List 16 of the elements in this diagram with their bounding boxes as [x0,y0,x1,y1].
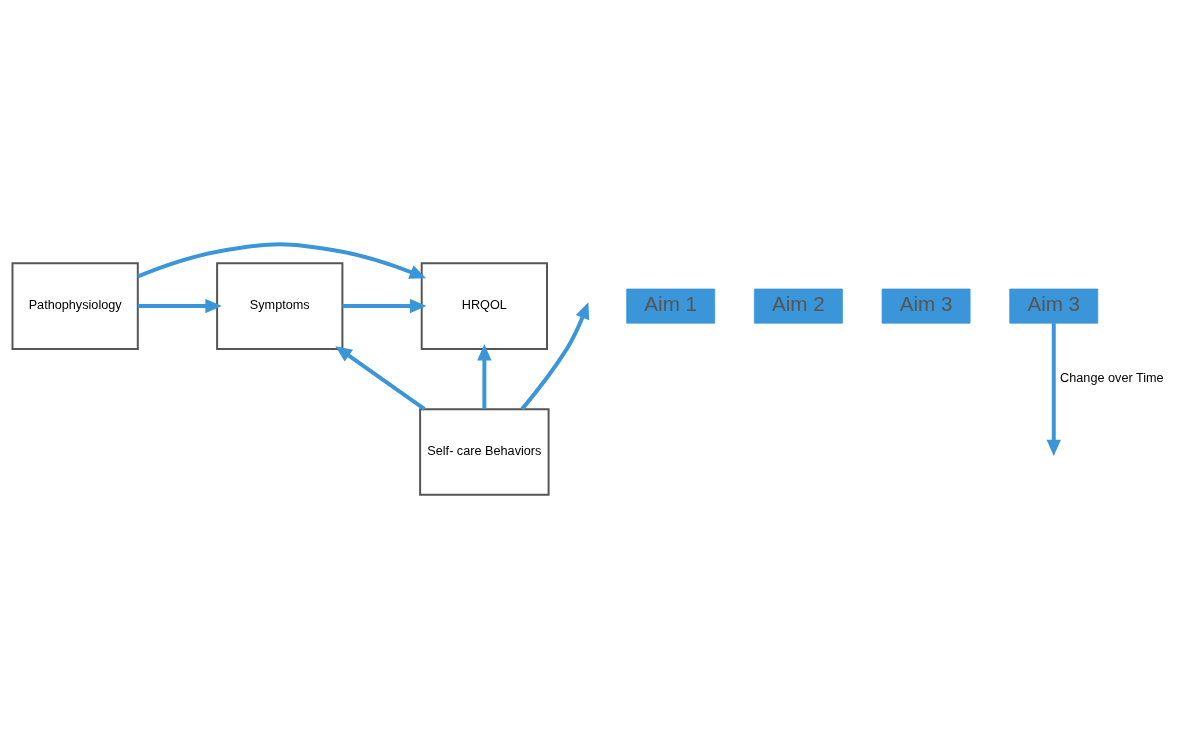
arrow [335,345,426,411]
arrow [342,298,427,313]
node-box: Pathophysiology [11,261,139,350]
arrow [137,241,427,279]
node-box: Aim 3 [1009,288,1099,324]
arrow [1046,322,1061,456]
arrow [477,343,492,409]
node-box: Aim 2 [754,288,843,324]
node-box: HRQOL [420,261,548,350]
edge-label: Change over Time [1060,370,1164,385]
arrow [520,301,590,410]
node-box: Aim 1 [626,288,716,324]
node-box: Symptoms [216,261,344,350]
arrow [137,298,222,313]
node-box: Aim 3 [881,288,971,324]
node-box: Self- care Behaviors [419,407,550,496]
